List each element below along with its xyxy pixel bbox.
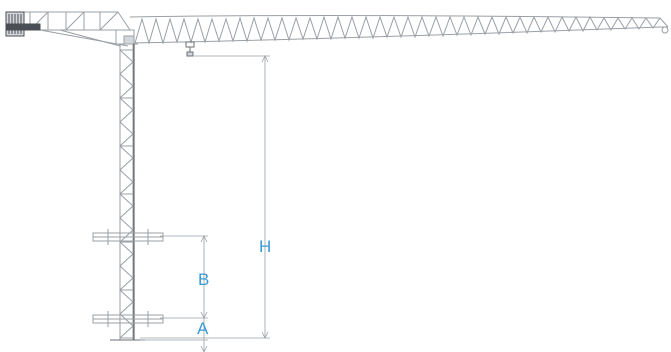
jib-tip-pulley — [661, 26, 669, 34]
counterweight — [5, 11, 41, 37]
label-a: A — [197, 319, 209, 338]
label-b: B — [198, 270, 209, 289]
upper-tie-collar — [92, 229, 164, 245]
jib — [129, 14, 669, 45]
jib-top-chord — [129, 14, 661, 19]
dimension-h — [140, 55, 270, 339]
tower-mast — [119, 44, 135, 340]
label-h: H — [259, 237, 271, 256]
jib-bottom-chord — [129, 26, 661, 44]
lower-tie-collar — [92, 311, 164, 327]
trolley — [185, 41, 195, 57]
dimension-b — [160, 235, 208, 319]
dimension-a — [140, 318, 208, 352]
slewing-unit — [115, 29, 138, 45]
jib-lattice — [134, 15, 661, 45]
